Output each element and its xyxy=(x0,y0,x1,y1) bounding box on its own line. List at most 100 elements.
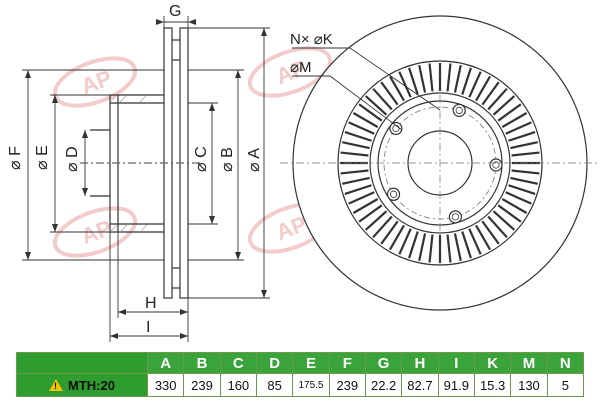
vane xyxy=(510,141,539,150)
bolt-hole-inner xyxy=(389,190,398,198)
ventilation-vanes xyxy=(340,63,540,263)
bolt-hole-inner xyxy=(455,106,463,114)
vane xyxy=(352,198,379,214)
vane xyxy=(446,63,452,92)
bolt-hole xyxy=(489,158,503,172)
vane xyxy=(348,191,375,205)
vane xyxy=(492,210,516,231)
spec-value-row: !MTH:20 330 239 160 85 175.5 239 22.2 82… xyxy=(16,373,585,397)
vane xyxy=(364,210,388,231)
value-cell: 130 xyxy=(510,373,548,397)
header-cell: I xyxy=(437,352,475,374)
vane xyxy=(508,131,536,142)
vane xyxy=(428,234,434,263)
header-cell: K xyxy=(473,352,512,374)
label-nxk: N× ⌀K xyxy=(290,31,333,48)
vane xyxy=(497,204,522,223)
value-cell: 330 xyxy=(146,373,185,397)
vane xyxy=(468,228,482,255)
vane xyxy=(380,220,399,245)
header-cell: D xyxy=(255,352,294,374)
dim-label-d: ⌀ D xyxy=(64,146,81,172)
vane xyxy=(389,75,405,102)
brand-label: MTH:20 xyxy=(68,377,115,393)
vane xyxy=(418,233,427,262)
vane xyxy=(372,87,393,111)
vane xyxy=(468,71,482,98)
header-cell: B xyxy=(183,352,221,374)
warning-icon: ! xyxy=(49,378,64,391)
value-cell: 160 xyxy=(219,373,257,397)
vane xyxy=(372,215,393,239)
vane xyxy=(408,67,419,95)
dimension-labels: ⌀ F ⌀ E ⌀ D ⌀ C ⌀ B ⌀ A G H I xyxy=(7,3,263,336)
vane xyxy=(501,112,528,128)
bolt-hole xyxy=(389,121,403,136)
vane xyxy=(341,141,370,150)
vane xyxy=(341,176,370,185)
header-cell: C xyxy=(219,352,257,374)
vane xyxy=(418,64,427,93)
spec-table: A B C D E F G H I K M N !MTH:20 330 239 … xyxy=(16,352,585,397)
vane xyxy=(453,233,462,262)
vane xyxy=(389,224,405,251)
header-cell: F xyxy=(328,352,366,374)
bolt-hole-inner xyxy=(492,161,500,169)
spec-header-row: A B C D E F G H I K M N xyxy=(16,352,585,374)
vane xyxy=(358,103,383,122)
dim-label-i: I xyxy=(146,319,150,336)
vane xyxy=(511,151,540,157)
vane xyxy=(475,224,491,251)
value-cell: 85 xyxy=(255,373,294,397)
dimension-lines xyxy=(22,16,270,342)
vane xyxy=(497,103,522,122)
header-cell: N xyxy=(546,352,585,374)
vane xyxy=(348,121,375,135)
header-cell: A xyxy=(146,352,185,374)
vane xyxy=(481,220,500,245)
bolt-hole-inner xyxy=(451,213,459,221)
bolt-hole xyxy=(448,210,462,224)
brake-disc-drawing: AP AP AP AP AP AP xyxy=(7,3,600,342)
vane xyxy=(510,176,539,185)
vane xyxy=(475,75,491,102)
vane xyxy=(461,231,472,259)
value-cell: 91.9 xyxy=(437,373,475,397)
vane xyxy=(481,81,500,106)
brand-header-cell xyxy=(16,352,148,374)
vane xyxy=(505,191,532,205)
header-cell: E xyxy=(292,352,330,374)
vane xyxy=(352,112,379,128)
value-cell: 239 xyxy=(183,373,221,397)
vane xyxy=(428,63,434,92)
value-cell: 15.3 xyxy=(473,373,512,397)
vane xyxy=(340,169,369,175)
front-leaders xyxy=(292,47,441,131)
watermark: AP xyxy=(52,56,138,108)
vane xyxy=(398,71,412,98)
value-cell: 175.5 xyxy=(292,373,330,397)
value-cell: 22.2 xyxy=(364,373,403,397)
dim-label-b: ⌀ B xyxy=(219,147,236,172)
vane xyxy=(487,87,508,111)
vane xyxy=(340,151,369,157)
dim-label-g: G xyxy=(169,3,181,20)
label-m: ⌀M xyxy=(290,59,312,76)
vane xyxy=(344,131,372,142)
vane xyxy=(505,121,532,135)
brand-cell: ! MTH:20 xyxy=(16,373,148,397)
vane xyxy=(408,231,419,259)
bolt-hole xyxy=(452,103,466,117)
value-cell: 82.7 xyxy=(401,373,439,397)
vane xyxy=(461,67,472,95)
dimension-arrows xyxy=(25,19,267,339)
header-cell: G xyxy=(364,352,403,374)
vane xyxy=(501,198,528,214)
value-cell: 5 xyxy=(546,373,585,397)
side-section-view xyxy=(80,27,200,299)
vane xyxy=(492,95,516,116)
bolt-hole xyxy=(386,187,401,201)
dim-label-e: ⌀ E xyxy=(34,145,51,170)
header-cell: H xyxy=(401,352,439,374)
vane xyxy=(487,215,508,239)
